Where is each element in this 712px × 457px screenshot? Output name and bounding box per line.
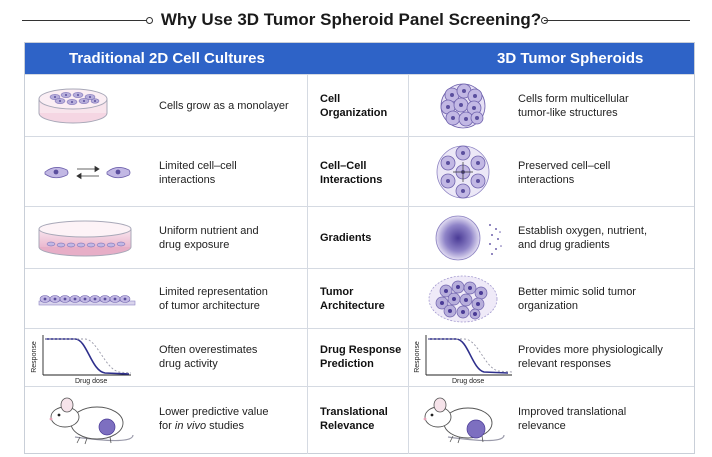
left-text-line: Cells grow as a monolayer [159, 100, 289, 112]
row-gradients: Uniform nutrient and drug exposure Gradi… [25, 206, 694, 269]
criterion-cell: Translational Relevance [307, 387, 409, 454]
left-text-line: of tumor architecture [159, 300, 260, 312]
criterion-line: Architecture [320, 300, 385, 312]
left-text-line: interactions [159, 174, 216, 186]
criterion-cell: Cell Organization [307, 75, 409, 137]
title-rule-right [544, 20, 690, 21]
right-description: Cells form multicellular tumor-like stru… [518, 75, 694, 137]
right-description: Better mimic solid tumor organization [518, 269, 694, 329]
criterion-cell: Drug Response Prediction [307, 329, 409, 387]
right-text-line: relevance [518, 420, 566, 432]
criterion-line: Interactions [320, 174, 383, 186]
criterion-line: Organization [320, 107, 388, 119]
plot-2d-dose-response: Response Drug dose [25, 329, 151, 387]
left-text-line: Limited representation [159, 286, 268, 298]
row-tumor-architecture: Limited representation of tumor architec… [25, 268, 694, 329]
criterion-cell: Gradients [307, 207, 409, 269]
plot-y-label: Response [414, 341, 421, 373]
left-text-line: drug activity [159, 358, 218, 370]
right-text-line: Cells form multicellular [518, 93, 629, 105]
criterion-cell: Cell–Cell Interactions [307, 137, 409, 207]
row-cell-cell-interactions: Limited cell–cell interactions Cell–Cell… [25, 136, 694, 207]
left-text-line: Uniform nutrient and [159, 225, 259, 237]
left-description: Limited representation of tumor architec… [151, 269, 307, 329]
row-cell-organization: Cells grow as a monolayer Cell Organizat… [25, 74, 694, 137]
right-text-line: Improved translational [518, 406, 627, 418]
illustration-2d-petri-dish [25, 75, 151, 137]
right-text-line: organization [518, 300, 578, 312]
criterion-line: Translational [320, 406, 388, 418]
right-text-line: Preserved cell–cell [518, 160, 611, 172]
table-header: Traditional 2D Cell Cultures 3D Tumor Sp… [25, 43, 694, 74]
plot-y-label: Response [31, 341, 38, 373]
illustration-mouse-3d [408, 387, 518, 454]
illustration-spheroid-interactions [408, 137, 518, 207]
left-text-line: drug exposure [159, 239, 230, 251]
right-description: Provides more physiologically relevant r… [518, 329, 694, 387]
italic-in-vivo: in vivo [174, 420, 207, 432]
criterion-line: Relevance [320, 420, 375, 432]
criterion-line: Gradients [320, 232, 372, 244]
illustration-spheroid [408, 75, 518, 137]
right-text-line: tumor-like structures [518, 107, 618, 119]
illustration-spheroid-gradient [408, 207, 518, 269]
row-drug-response-prediction: Response Drug dose Often overestimates d… [25, 328, 694, 387]
header-3d-spheroids: 3D Tumor Spheroids [497, 50, 644, 67]
page-title: Why Use 3D Tumor Spheroid Panel Screenin… [160, 10, 542, 29]
criterion-line: Drug Response [320, 344, 402, 356]
plot-3d-dose-response: Response Drug dose [408, 329, 518, 387]
right-text-line: relevant responses [518, 358, 611, 370]
criterion-line: Cell [320, 93, 341, 105]
left-description: Uniform nutrient and drug exposure [151, 207, 307, 269]
criterion-line: Cell–Cell [320, 160, 367, 172]
comparison-table: Traditional 2D Cell Cultures 3D Tumor Sp… [24, 42, 695, 454]
plot-x-label: Drug dose [75, 378, 107, 385]
plot-x-label: Drug dose [452, 378, 484, 385]
left-description: Cells grow as a monolayer [151, 75, 307, 137]
right-description: Preserved cell–cell interactions [518, 137, 694, 207]
left-description: Often overestimates drug activity [151, 329, 307, 387]
left-text-line: Lower predictive value [159, 406, 269, 418]
illustration-mouse-2d [25, 387, 151, 454]
illustration-solid-tumor [408, 269, 518, 329]
criterion-line: Tumor [320, 286, 354, 298]
left-description: Lower predictive value for in vivo studi… [151, 387, 307, 454]
illustration-2d-interactions [25, 137, 151, 207]
illustration-2d-monolayer [25, 269, 151, 329]
title-ornament-left [146, 17, 153, 24]
right-text-line: interactions [518, 174, 575, 186]
left-text-line: Limited cell–cell [159, 160, 237, 172]
right-text-line: Establish oxygen, nutrient, [518, 225, 648, 237]
header-2d-cultures: Traditional 2D Cell Cultures [69, 50, 265, 67]
right-description: Establish oxygen, nutrient, and drug gra… [518, 207, 694, 269]
left-text-line: Often overestimates [159, 344, 258, 356]
title-rule-left [22, 20, 150, 21]
title-row: Why Use 3D Tumor Spheroid Panel Screenin… [22, 6, 690, 34]
right-text-line: Better mimic solid tumor [518, 286, 636, 298]
left-description: Limited cell–cell interactions [151, 137, 307, 207]
right-description: Improved translational relevance [518, 387, 694, 454]
left-text-line-vivo: for in vivo studies [159, 420, 245, 432]
row-translational-relevance: Lower predictive value for in vivo studi… [25, 386, 694, 454]
criterion-cell: Tumor Architecture [307, 269, 409, 329]
criterion-line: Prediction [320, 358, 374, 370]
illustration-2d-uniform-exposure [25, 207, 151, 269]
right-text-line: and drug gradients [518, 239, 610, 251]
right-text-line: Provides more physiologically [518, 344, 663, 356]
